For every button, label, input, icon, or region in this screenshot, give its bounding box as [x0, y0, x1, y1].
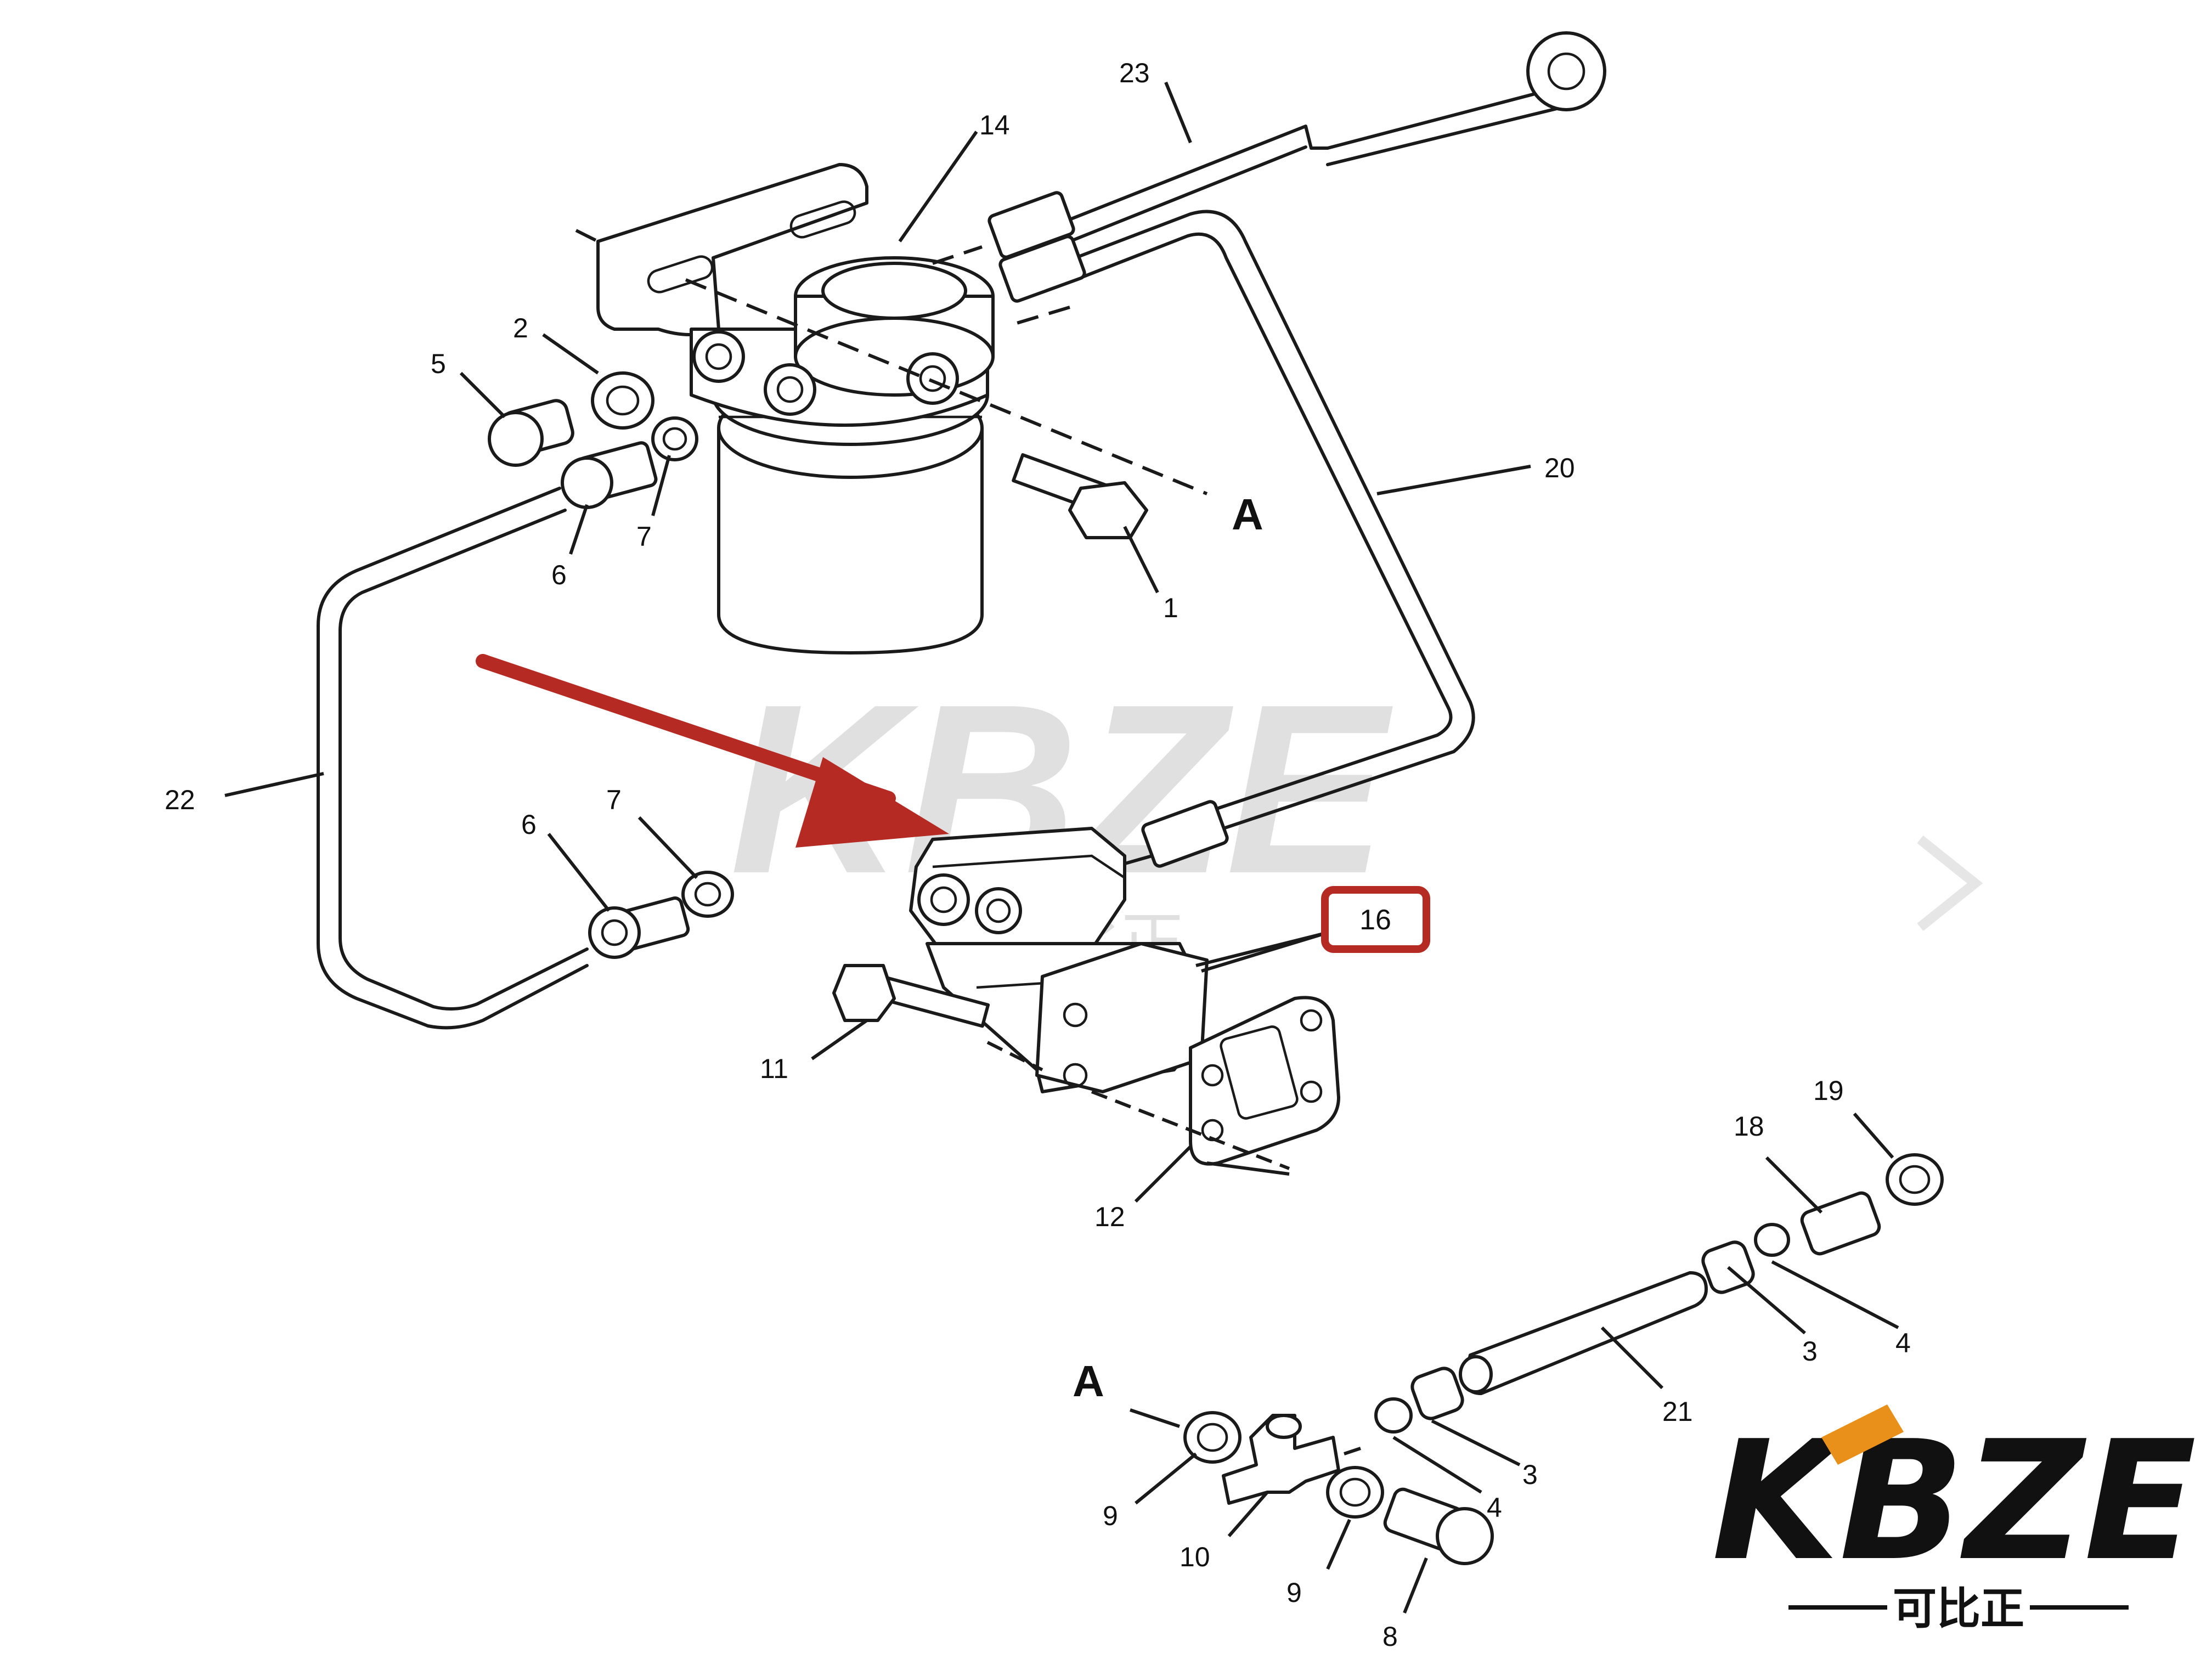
pipe-20 [998, 210, 1475, 868]
highlight-callout-16: 16 [1201, 886, 1430, 973]
tee-10-assembly [1130, 1367, 1494, 1565]
leader-lines [224, 81, 1899, 1614]
filter-assembly [596, 163, 995, 654]
callout-18: 18 [1734, 1111, 1764, 1142]
callout-labels: 23 14 2 5 7 6 1 20 22 6 7 11 12 19 18 4 … [165, 58, 1911, 1652]
pipe-22 [317, 487, 589, 1030]
callout-5: 5 [431, 348, 446, 379]
section-mark-a-upper: A [1232, 490, 1263, 539]
callout-22: 22 [165, 785, 195, 815]
callout-4-right: 4 [1895, 1328, 1911, 1358]
fuel-pump [832, 827, 1340, 1176]
callout-6-lower: 6 [521, 809, 537, 840]
callout-20: 20 [1544, 453, 1575, 483]
callout-12: 12 [1094, 1201, 1125, 1232]
logo-brand: KBZE [1712, 1406, 2197, 1597]
callout-9-right: 9 [1286, 1577, 1302, 1608]
red-pointer-arrow [476, 654, 949, 848]
callout-4-bottom: 4 [1487, 1492, 1502, 1523]
callout-3-right: 3 [1802, 1336, 1818, 1367]
next-chevron-icon [1917, 835, 1983, 932]
pipe-23 [988, 31, 1606, 259]
upper-fittings [488, 371, 1148, 539]
highlight-box [1321, 886, 1430, 953]
callout-3-bottom: 3 [1522, 1459, 1538, 1490]
callout-8: 8 [1383, 1621, 1398, 1652]
callout-6-upper: 6 [551, 560, 567, 590]
callout-21: 21 [1662, 1396, 1693, 1427]
lower-left-fittings [588, 871, 734, 959]
callout-14: 14 [979, 110, 1010, 140]
callout-1: 1 [1163, 592, 1178, 623]
callout-9-left: 9 [1103, 1500, 1118, 1531]
callout-10: 10 [1180, 1542, 1210, 1572]
callout-7-upper: 7 [636, 521, 652, 552]
brand-logo: KBZE 可比正 [1712, 1404, 2197, 1634]
callout-2: 2 [513, 313, 528, 343]
section-mark-a-lower: A [1073, 1357, 1104, 1406]
callout-16: 16 [1359, 904, 1391, 936]
callout-7-lower: 7 [606, 785, 622, 815]
logo-sub: 可比正 [1893, 1583, 2024, 1634]
tube-21-assembly [1459, 1153, 1944, 1395]
callout-19: 19 [1813, 1075, 1844, 1106]
callout-11: 11 [760, 1053, 788, 1084]
callout-23: 23 [1119, 58, 1150, 88]
logo-accent-icon [1821, 1404, 1904, 1465]
